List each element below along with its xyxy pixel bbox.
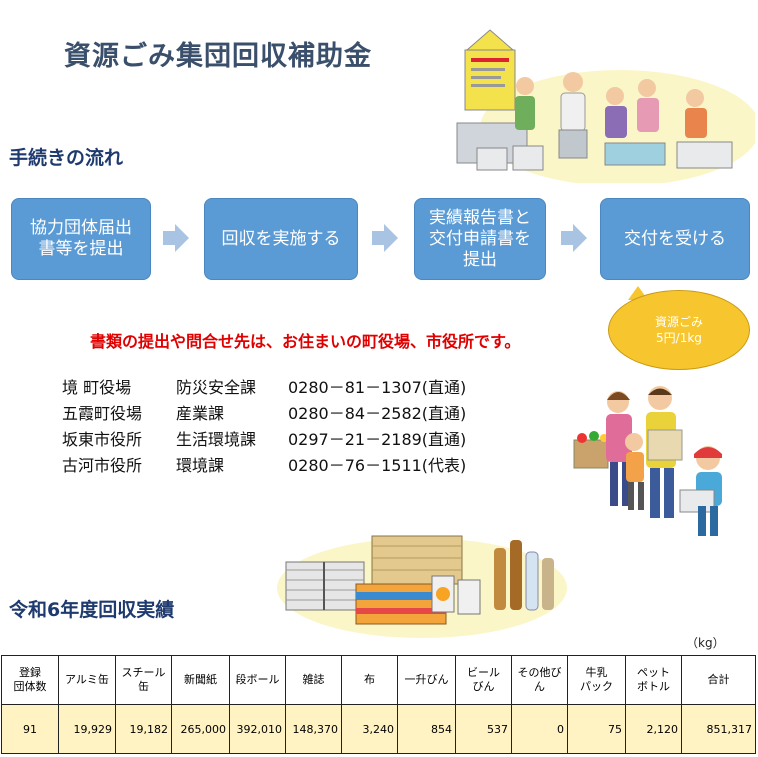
contact-dept: 産業課 [176,404,225,423]
unit-label: （kg） [686,636,725,650]
header-cell: ビール びん [455,655,512,705]
contact-notice: 書類の提出や問合せ先は、お住まいの町役場、市役所です。 [90,332,521,351]
header-cell: 牛乳 パック [567,655,626,705]
value-cell: 19,929 [58,704,116,754]
family-illustration [573,386,722,536]
contact-dept: 防災安全課 [176,378,257,397]
contact-office: 坂東市役所 [62,430,143,449]
value-cell: 851,317 [681,704,756,754]
contact-phone: 0297－21－2189(直通) [288,430,467,449]
value-cell: 537 [455,704,512,754]
flow-step-1: 協力団体届出書等を提出 [11,198,151,280]
contact-dept: 生活環境課 [176,430,257,449]
contact-office: 五霞町役場 [62,404,143,423]
price-bubble: 資源ごみ 5円/1kg [608,290,750,370]
value-cell: 19,182 [115,704,172,754]
contact-row: 坂東市役所 生活環境課 0297－21－2189(直通) [62,426,528,452]
header-cell: 雑誌 [285,655,342,705]
procedure-heading: 手続きの流れ [9,147,124,169]
flow-step-2: 回収を実施する [204,198,358,280]
contact-office: 境 町役場 [62,378,132,397]
results-heading: 令和6年度回収実績 [9,599,175,621]
contact-dept: 環境課 [176,456,225,475]
header-cell: 合計 [681,655,756,705]
value-cell: 265,000 [171,704,230,754]
header-cell: 段ボール [229,655,286,705]
header-cell: ペット ボトル [625,655,682,705]
recycling-collection-illustration [456,29,755,183]
results-header-row: 登録 団体数 アルミ缶 スチール 缶 新聞紙 段ボール 雑誌 布 一升びん ビー… [1,655,756,705]
page-title: 資源ごみ集団回収補助金 [64,41,372,72]
value-cell: 148,370 [285,704,342,754]
contact-phone: 0280－81－1307(直通) [288,378,467,397]
header-cell: 布 [341,655,398,705]
header-cell: 一升びん [397,655,456,705]
header-cell: 登録 団体数 [1,655,59,705]
contact-office: 古河市役所 [62,456,143,475]
results-table: 登録 団体数 アルミ缶 スチール 缶 新聞紙 段ボール 雑誌 布 一升びん ビー… [1,655,756,754]
header-cell: 新聞紙 [171,655,230,705]
flow-step-4: 交付を受ける [600,198,750,280]
value-cell: 91 [1,704,59,754]
contact-row: 古河市役所 環境課 0280－76－1511(代表) [62,452,528,478]
value-cell: 0 [511,704,568,754]
contact-row: 境 町役場 防災安全課 0280－81－1307(直通) [62,374,528,400]
contact-phone: 0280－76－1511(代表) [288,456,467,475]
value-cell: 3,240 [341,704,398,754]
value-cell: 392,010 [229,704,286,754]
value-cell: 2,120 [625,704,682,754]
contact-row: 五霞町役場 産業課 0280－84－2582(直通) [62,400,528,426]
value-cell: 75 [567,704,626,754]
contact-phone: 0280－84－2582(直通) [288,404,467,423]
price-bubble-line2: 5円/1kg [656,331,702,345]
value-cell: 854 [397,704,456,754]
flow-step-3: 実績報告書と交付申請書を提出 [414,198,546,280]
header-cell: スチール 缶 [115,655,172,705]
recyclables-illustration [277,535,567,638]
price-bubble-line1: 資源ごみ [654,315,703,329]
results-value-row: 91 19,929 19,182 265,000 392,010 148,370… [1,704,756,754]
contact-list: 境 町役場 防災安全課 0280－81－1307(直通) 五霞町役場 産業課 0… [62,374,528,478]
header-cell: その他び ん [511,655,568,705]
header-cell: アルミ缶 [58,655,116,705]
